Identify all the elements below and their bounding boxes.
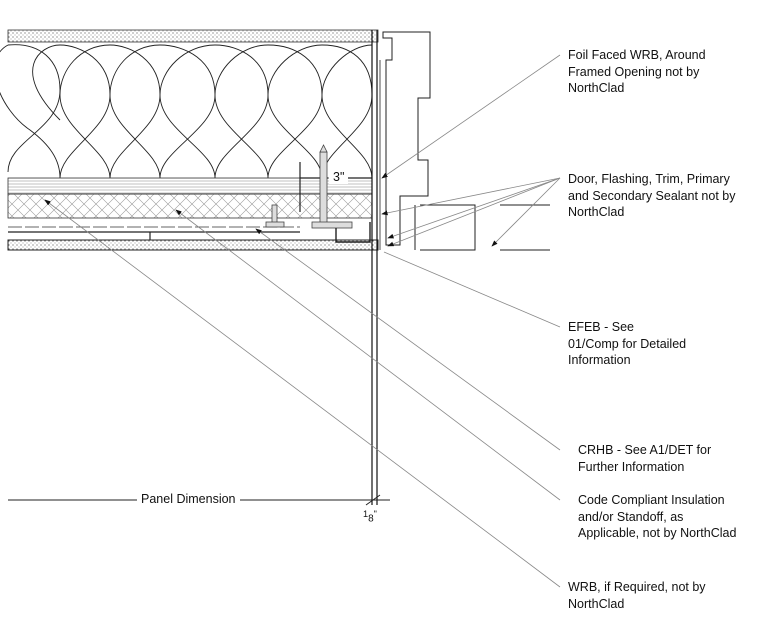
panel-edge [371,30,378,505]
door-frame [379,31,550,251]
callout-insulation: Code Compliant Insulation and/or Standof… [578,493,737,540]
callout-efeb: EFEB - See 01/Comp for Detailed Informat… [568,320,687,367]
screw-fastener [265,144,353,229]
exterior-panel-top [7,29,379,43]
panel-dimension-label: Panel Dimension [137,492,240,506]
sheathing-layer [7,177,379,251]
callout-foil-wrb: Foil Faced WRB, Around Framed Opening no… [568,48,706,95]
callout-door-flashing: Door, Flashing, Trim, Primary and Second… [568,172,736,219]
joint-dimension-label: 18" [363,509,377,525]
leader-lines [44,54,561,588]
callout-wrb: WRB, if Required, not by NorthClad [568,580,706,611]
batt-insulation [0,44,373,179]
gap-dimension-label: 3" [329,170,349,184]
crhb-channel [335,222,371,243]
callout-crhb: CRHB - See A1/DET for Further Informatio… [578,443,712,474]
